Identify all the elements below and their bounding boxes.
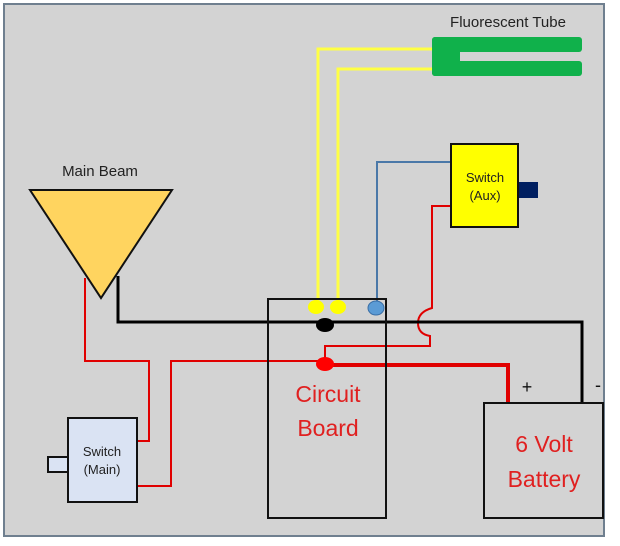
battery-label-1: 6 Volt xyxy=(515,431,573,457)
circuit-board xyxy=(267,298,387,519)
tube-wire-1 xyxy=(316,47,435,305)
battery-label-2: Battery xyxy=(508,466,581,492)
aux-switch-label-2: (Aux) xyxy=(469,188,500,203)
main-switch-knob[interactable] xyxy=(47,456,69,473)
positive-terminal xyxy=(316,357,334,371)
tube-terminal-1 xyxy=(308,300,324,314)
aux-terminal xyxy=(367,300,385,316)
battery-negative-sign: - xyxy=(595,375,601,395)
ground-terminal xyxy=(316,318,334,332)
battery-positive-sign: + xyxy=(522,377,533,397)
fluorescent-tube xyxy=(432,37,582,76)
fluorescent-tube-label: Fluorescent Tube xyxy=(450,14,566,31)
main-beam-lamp xyxy=(28,189,174,300)
battery xyxy=(483,402,604,519)
aux-switch-label-1: Switch xyxy=(466,170,504,185)
circuit-board-label-2: Board xyxy=(297,415,358,441)
circuit-board-label-1: Circuit xyxy=(295,381,361,407)
beam-to-switch-wire xyxy=(84,278,150,442)
tube-wire-2 xyxy=(336,67,435,305)
main-switch[interactable] xyxy=(67,417,138,503)
ground-wire xyxy=(116,276,584,402)
tube-end xyxy=(432,37,460,76)
aux-switch-wire xyxy=(376,161,452,305)
tube-terminal-2 xyxy=(330,300,346,314)
aux-switch-knob[interactable] xyxy=(518,182,538,198)
main-switch-label-2: (Main) xyxy=(84,462,121,477)
switch-to-board-wire xyxy=(137,360,325,487)
main-switch-label-1: Switch xyxy=(83,444,121,459)
tube-bottom xyxy=(432,61,582,76)
tube-wires xyxy=(316,47,435,305)
tube-top xyxy=(432,37,582,52)
main-beam-label: Main Beam xyxy=(62,163,138,180)
aux-switch[interactable] xyxy=(450,143,519,228)
